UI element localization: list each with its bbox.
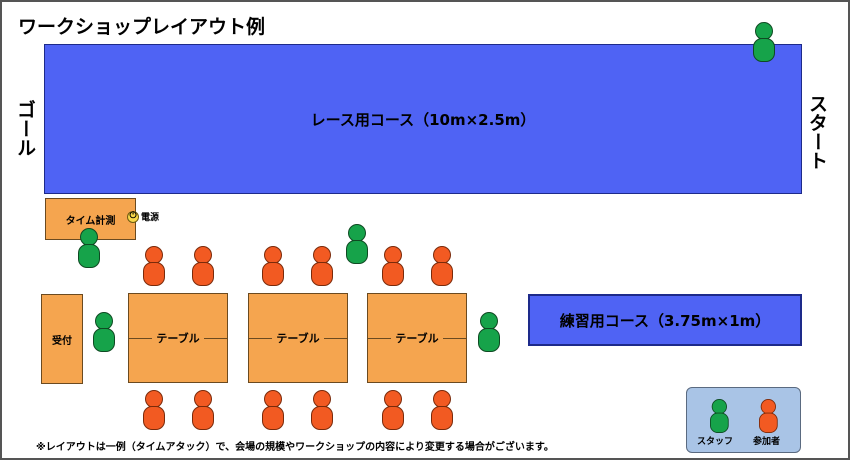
staff-figure <box>346 224 368 264</box>
table-3: テーブル <box>367 293 467 383</box>
footnote: ※レイアウトは一例（タイムアタック）で、会場の規模やワークショップの内容により変… <box>36 442 554 453</box>
table-label: テーブル <box>152 330 204 346</box>
goal-label: ゴール <box>14 100 38 157</box>
legend: スタッフ 参加者 <box>686 387 801 453</box>
start-text: スタート <box>806 94 828 170</box>
participant-figure <box>262 390 284 430</box>
reception-desk: 受付 <box>41 294 83 384</box>
page-title: ワークショップレイアウト例 <box>18 16 266 38</box>
goal-text: ゴール <box>14 100 36 157</box>
legend-participant-label: 参加者 <box>753 437 781 447</box>
staff-figure <box>753 22 775 62</box>
reception-label: 受付 <box>52 335 72 347</box>
power-outlet: ⏻ 電源 <box>127 210 159 223</box>
participant-figure <box>262 246 284 286</box>
race-course-label: レース用コース（10m×2.5m） <box>310 110 536 129</box>
participant-figure <box>192 390 214 430</box>
participant-figure <box>382 390 404 430</box>
race-course: レース用コース（10m×2.5m） <box>44 44 802 194</box>
timing-label: タイム計測 <box>65 215 116 227</box>
table-label: テーブル <box>391 330 443 346</box>
legend-participant-icon <box>759 399 778 433</box>
power-icon: ⏻ <box>127 210 139 223</box>
participant-figure <box>382 246 404 286</box>
table-2: テーブル <box>248 293 348 383</box>
participant-figure <box>143 246 165 286</box>
table-1: テーブル <box>128 293 228 383</box>
staff-figure <box>478 312 500 352</box>
start-label: スタート <box>806 94 830 170</box>
participant-figure <box>143 390 165 430</box>
participant-figure <box>311 390 333 430</box>
practice-course-label: 練習用コース（3.75m×1m） <box>559 311 771 330</box>
participant-figure <box>431 246 453 286</box>
staff-figure <box>93 312 115 352</box>
staff-figure <box>78 228 100 268</box>
legend-staff-icon <box>710 399 729 433</box>
participant-figure <box>311 246 333 286</box>
participant-figure <box>431 390 453 430</box>
participant-figure <box>192 246 214 286</box>
power-label: 電源 <box>141 213 160 223</box>
legend-staff-label: スタッフ <box>697 437 734 447</box>
practice-course: 練習用コース（3.75m×1m） <box>528 294 802 346</box>
table-label: テーブル <box>272 330 324 346</box>
